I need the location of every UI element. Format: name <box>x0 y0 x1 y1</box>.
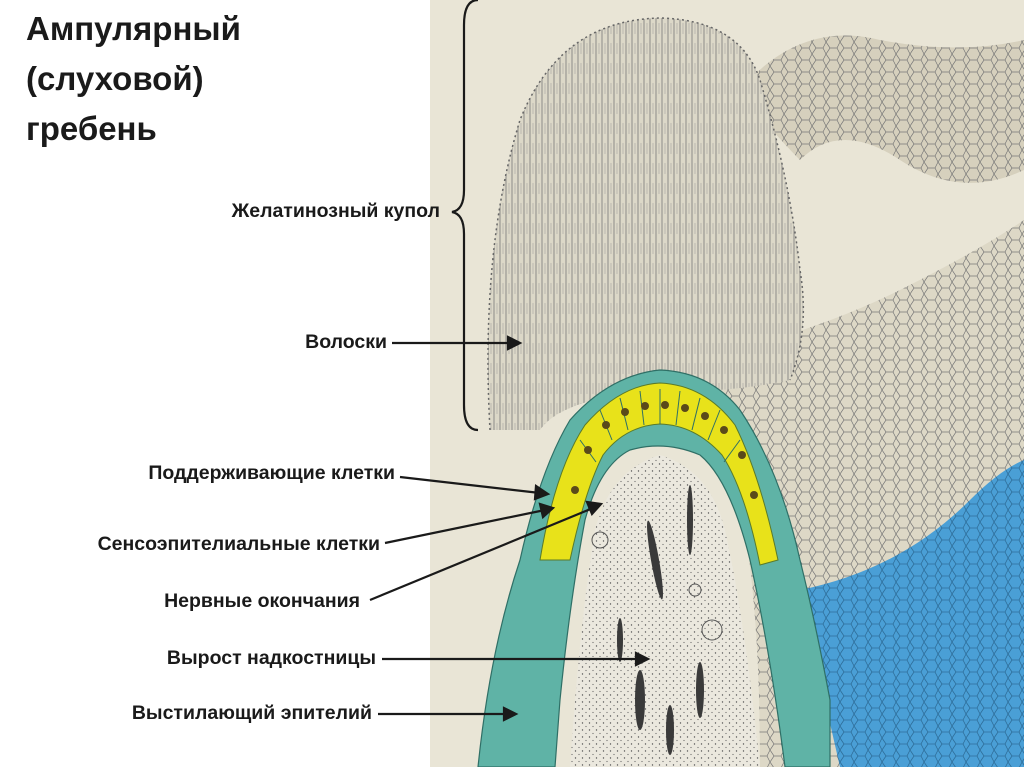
label-hairs: Волоски <box>305 331 387 353</box>
label-supporting-cells: Поддерживающие клетки <box>148 462 395 484</box>
label-lining-epithelium: Выстилающий эпителий <box>131 702 372 724</box>
label-cupula: Желатинозный купол <box>231 200 440 222</box>
sensory-epithelium <box>539 382 779 566</box>
blue-tissue <box>800 460 1024 767</box>
diagram-title: Ампулярный (слуховой) гребень <box>26 4 241 154</box>
label-nerve-endings: Нервные окончания <box>164 590 360 612</box>
title-line-2: (слуховой) <box>26 60 204 97</box>
title-line-1: Ампулярный <box>26 10 241 47</box>
title-line-3: гребень <box>26 110 157 147</box>
label-sensory-cells: Сенсоэпителиальные клетки <box>97 533 380 555</box>
cupula-brace <box>451 0 479 432</box>
label-periosteum: Вырост надкостницы <box>166 647 376 669</box>
